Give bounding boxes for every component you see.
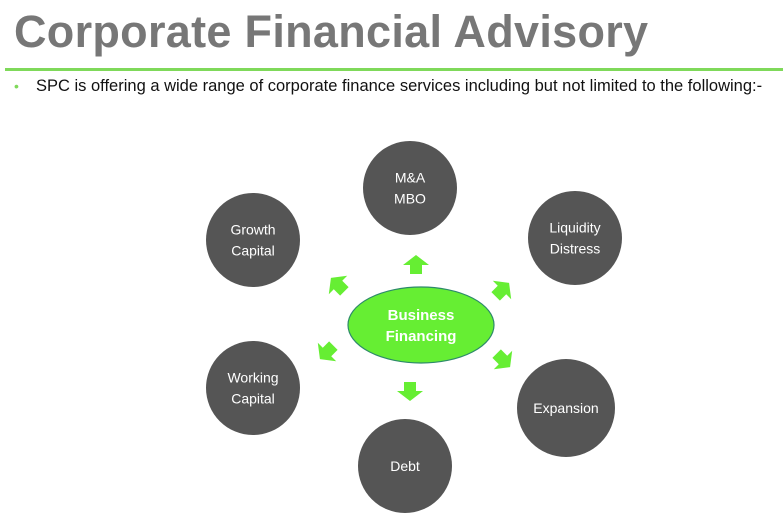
node-label: Expansion bbox=[533, 400, 598, 416]
node-label: Distress bbox=[550, 241, 601, 257]
bullet-item: • SPC is offering a wide range of corpor… bbox=[14, 76, 783, 96]
service-node: Debt bbox=[358, 419, 452, 513]
node-label: Working bbox=[227, 370, 278, 386]
node-label: Debt bbox=[390, 458, 420, 474]
arrow-icon bbox=[397, 382, 423, 401]
node-label: Liquidity bbox=[549, 220, 600, 236]
node-label: MBO bbox=[394, 191, 426, 207]
node-label: Growth bbox=[230, 222, 275, 238]
node-circle bbox=[206, 193, 300, 287]
center-label-line2: Financing bbox=[386, 328, 457, 345]
node-circle bbox=[358, 419, 452, 513]
service-node: M&A MBO bbox=[363, 141, 457, 235]
service-node: Expansion bbox=[517, 359, 615, 457]
center-label-line1: Business bbox=[388, 307, 455, 324]
arrow-icon bbox=[491, 280, 512, 301]
center-ellipse bbox=[347, 286, 495, 364]
node-label: Capital bbox=[231, 243, 275, 259]
node-label: M&A bbox=[395, 170, 426, 186]
arrow-icon bbox=[317, 341, 338, 362]
bullet-text: SPC is offering a wide range of corporat… bbox=[36, 77, 763, 95]
node-circle bbox=[528, 191, 622, 285]
node-circle bbox=[363, 141, 457, 235]
bullet-icon: • bbox=[14, 78, 19, 94]
node-label: Capital bbox=[231, 391, 275, 407]
slide-title: Corporate Financial Advisory bbox=[14, 6, 649, 57]
node-circle bbox=[206, 341, 300, 435]
arrow-icon bbox=[403, 255, 429, 274]
title-divider bbox=[5, 68, 783, 71]
node-circle bbox=[517, 359, 615, 457]
arrow-icon bbox=[492, 349, 513, 370]
arrow-icon bbox=[328, 275, 349, 296]
